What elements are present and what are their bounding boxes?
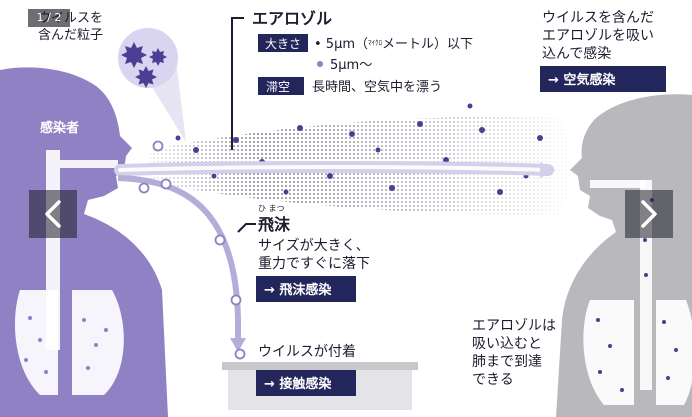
airborne-flow-arrow (114, 161, 556, 178)
chevron-left-icon (45, 200, 61, 228)
contact-tag: → 接触感染 (264, 376, 332, 392)
airborne-caption-line3: 込んで感染 (542, 45, 611, 62)
contact-info-block: ウイルスが付着 → 接触感染 (256, 344, 356, 396)
chevron-right-icon (641, 200, 657, 228)
lungs-note-line4: できる (472, 372, 514, 388)
lungs-note-line3: 肺まで到達 (472, 354, 542, 370)
size-line1: • 5μm（ﾏｲｸﾛメートル）以下 (314, 37, 473, 52)
airborne-tag: → 空気感染 (548, 72, 616, 88)
lung-particles-left (24, 316, 108, 374)
particles-caption-line2: 含んだ粒子 (38, 27, 103, 43)
lungs-note: エアロゾルは 吸い込むと 肺まで到達 できる (472, 318, 556, 388)
next-image-button[interactable] (625, 190, 673, 238)
airborne-tag-bg (540, 66, 666, 92)
particle-magnifier (118, 28, 186, 142)
stay-tag-bg (258, 77, 304, 95)
droplet-fall-arrow (117, 140, 246, 360)
previous-image-button[interactable] (29, 190, 77, 238)
aerosol-cloud (150, 103, 580, 215)
lungs-note-line1: エアロゾルは (472, 318, 556, 334)
infected-label: 感染者 (40, 120, 79, 136)
droplet-caption-line1: サイズが大きく、 (258, 238, 370, 254)
lungs-note-line2: 吸い込むと (472, 336, 542, 352)
contact-caption: ウイルスが付着 (258, 344, 356, 360)
airborne-caption-line1: ウイルスを含んだ (542, 10, 654, 26)
contact-tag-bg (256, 370, 356, 396)
stay-tag: 滞空 (266, 80, 290, 94)
large-particle-marker (317, 61, 323, 67)
droplet-ruby: ひ まつ (258, 204, 285, 213)
stay-text: 長時間、空気中を漂う (312, 79, 442, 95)
droplet-tag: → 飛沫感染 (264, 282, 332, 298)
droplet-info-block: ひ まつ 飛沫 サイズが大きく、 重力ですぐに落下 → 飛沫感染 (237, 204, 370, 302)
droplet-caption-line2: 重力ですぐに落下 (258, 256, 370, 272)
size-tag: 大きさ (265, 37, 301, 51)
airborne-info-block: ウイルスを含んだ エアロゾルを吸い 込んで感染 → 空気感染 (540, 10, 666, 92)
droplet-title: 飛沫 (257, 215, 291, 234)
exposed-person-figure (556, 94, 692, 417)
slide-counter: 1 / 2 (28, 9, 70, 27)
infected-person-figure (0, 67, 168, 417)
aerosol-info-block: エアロゾル 大きさ • 5μm（ﾏｲｸﾛメートル）以下 5μm〜 滞空 長時間、… (231, 9, 473, 150)
droplet-tag-bg (256, 276, 356, 302)
aerosol-title: エアロゾル (252, 9, 332, 28)
size-line2: 5μm〜 (330, 58, 372, 73)
airborne-caption-line2: エアロゾルを吸い (542, 28, 654, 44)
size-tag-bg (258, 34, 308, 52)
